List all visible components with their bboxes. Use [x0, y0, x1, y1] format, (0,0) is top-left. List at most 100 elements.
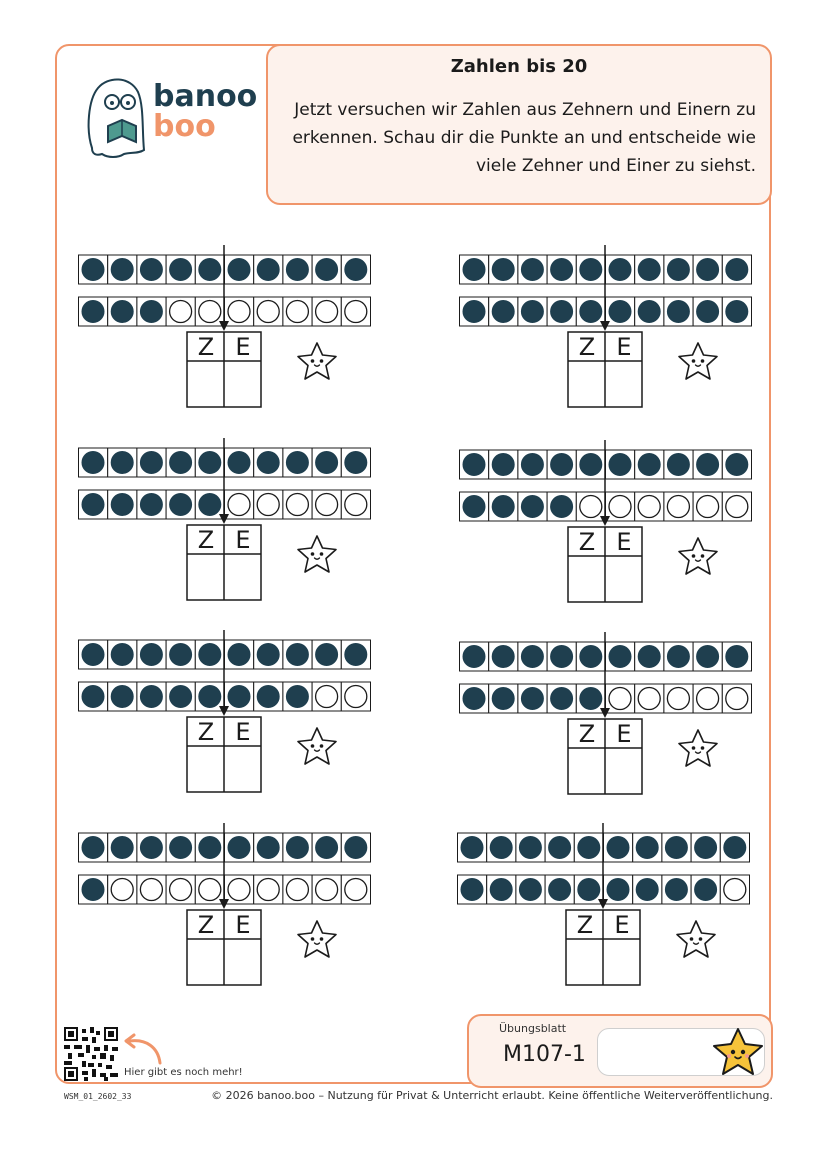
filled-dot: [344, 258, 368, 281]
tens-label: Z: [576, 911, 594, 939]
empty-dot: [198, 877, 222, 902]
empty-dot: [168, 299, 193, 324]
star-face-icon: [713, 1028, 763, 1075]
filled-dot: [110, 643, 134, 666]
answer-cell-tens[interactable]: [569, 749, 604, 793]
answer-cell-ones[interactable]: [606, 362, 641, 406]
ten-frame-diagram: [457, 823, 750, 986]
filled-dot: [489, 836, 513, 859]
answer-cell-ones[interactable]: [225, 747, 260, 791]
filled-dot: [491, 645, 515, 668]
filled-dot: [227, 451, 251, 474]
sheet-label: Übungsblatt: [499, 1022, 567, 1035]
star-face-icon: [297, 920, 337, 958]
filled-dot: [198, 836, 222, 859]
filled-dot: [579, 258, 603, 281]
filled-dot: [606, 878, 630, 901]
filled-dot: [110, 258, 134, 281]
filled-dot: [520, 687, 544, 710]
answer-cell-ones[interactable]: [606, 557, 641, 601]
arrow-head-icon: [600, 516, 610, 526]
star-face-icon: [297, 727, 337, 765]
filled-dot: [81, 300, 105, 323]
filled-dot: [491, 300, 515, 323]
empty-dot: [723, 877, 747, 902]
filled-dot: [579, 687, 603, 710]
answer-cell-ones[interactable]: [225, 362, 260, 406]
filled-dot: [227, 685, 251, 708]
answer-cell-tens[interactable]: [188, 555, 223, 599]
filled-dot: [169, 493, 193, 516]
ten-frame-diagram: [78, 245, 371, 408]
filled-dot: [198, 493, 222, 516]
filled-dot: [285, 258, 309, 281]
filled-dot: [491, 258, 515, 281]
filled-dot: [139, 451, 163, 474]
answer-cell-tens[interactable]: [188, 747, 223, 791]
filled-dot: [81, 643, 105, 666]
filled-dot: [81, 685, 105, 708]
ten-frame-diagram: [78, 823, 371, 986]
filled-dot: [489, 878, 513, 901]
filled-dot: [608, 453, 632, 476]
filled-dot: [550, 300, 574, 323]
curved-arrow-icon: [124, 1033, 162, 1065]
qr-code-icon[interactable]: [64, 1027, 118, 1081]
filled-dot: [139, 493, 163, 516]
filled-dot: [579, 453, 603, 476]
filled-dot: [81, 451, 105, 474]
filled-dot: [315, 451, 339, 474]
filled-dot: [637, 645, 661, 668]
ones-label: E: [235, 911, 251, 939]
filled-dot: [315, 836, 339, 859]
answer-cell-ones[interactable]: [606, 749, 641, 793]
filled-dot: [460, 878, 484, 901]
tens-label: Z: [197, 333, 215, 361]
star-face-icon: [676, 920, 716, 958]
page-title: Zahlen bis 20: [450, 56, 588, 77]
filled-dot: [344, 451, 368, 474]
filled-dot: [577, 878, 601, 901]
answer-cell-tens[interactable]: [569, 557, 604, 601]
filled-dot: [550, 453, 574, 476]
instruction-text: Jetzt versuchen wir Zahlen aus Zehnern u…: [292, 100, 756, 176]
ones-label: E: [235, 526, 251, 554]
filled-dot: [579, 645, 603, 668]
filled-dot: [725, 258, 749, 281]
answer-cell-tens[interactable]: [567, 940, 602, 984]
filled-dot: [198, 258, 222, 281]
filled-dot: [256, 685, 280, 708]
empty-dot: [168, 877, 193, 902]
empty-dot: [256, 877, 280, 902]
answer-cell-tens[interactable]: [188, 940, 223, 984]
answer-cell-tens[interactable]: [188, 362, 223, 406]
tens-label: Z: [197, 526, 215, 554]
filled-dot: [637, 258, 661, 281]
filled-dot: [696, 300, 720, 323]
ten-frame-diagram: [459, 245, 752, 408]
empty-dot: [666, 686, 691, 711]
filled-dot: [520, 495, 544, 518]
qr-label: Hier gibt es noch mehr!: [124, 1067, 243, 1078]
filled-dot: [635, 878, 659, 901]
empty-dot: [608, 494, 632, 519]
answer-cell-tens[interactable]: [569, 362, 604, 406]
filled-dot: [139, 258, 163, 281]
filled-dot: [169, 685, 193, 708]
tens-label: Z: [578, 528, 596, 556]
star-face-icon: [297, 342, 337, 380]
answer-cell-ones[interactable]: [604, 940, 639, 984]
empty-dot: [725, 494, 749, 519]
brand-logo: banoo boo: [78, 70, 268, 165]
tens-label: Z: [197, 911, 215, 939]
brand-line2: boo: [153, 109, 216, 144]
filled-dot: [666, 453, 690, 476]
empty-dot: [666, 494, 691, 519]
ones-label: E: [616, 333, 632, 361]
brand-name: banoo boo: [153, 82, 257, 142]
answer-cell-ones[interactable]: [225, 940, 260, 984]
answer-cell-ones[interactable]: [225, 555, 260, 599]
filled-dot: [520, 453, 544, 476]
